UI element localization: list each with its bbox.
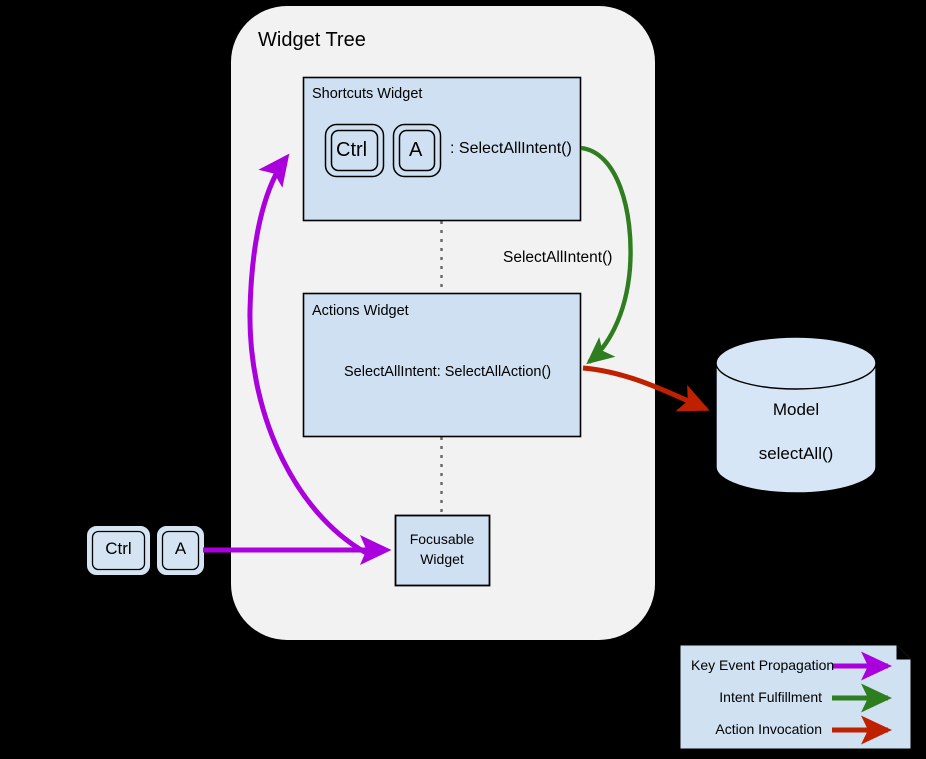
shortcuts-widget-label: Shortcuts Widget <box>312 86 423 102</box>
actions-widget-label: Actions Widget <box>312 303 409 319</box>
focusable-widget-label-line2: Widget <box>420 551 464 567</box>
intent-edge-label: SelectAllIntent() <box>503 249 613 266</box>
legend-corner-fold <box>896 644 912 660</box>
shortcuts-a-key-inner <box>398 129 436 172</box>
legend-label-action-invocation: Action Invocation <box>715 721 822 737</box>
legend-label-key-event: Key Event Propagation <box>691 657 835 673</box>
model-label: Model <box>772 400 820 419</box>
widget-tree-title: Widget Tree <box>258 29 366 51</box>
keyboard-input-a[interactable] <box>157 526 204 575</box>
shortcuts-ctrl-key-outer <box>324 123 385 178</box>
shortcuts-ctrl-key-inner <box>330 129 379 172</box>
focusable-widget-label-line1: Focusable <box>409 531 475 547</box>
actions-widget-box[interactable] <box>302 292 582 438</box>
keyboard-input-ctrl-label: Ctrl <box>105 539 132 558</box>
keyboard-input-ctrl[interactable] <box>87 526 150 575</box>
shortcuts-a-key-outer <box>392 123 442 178</box>
keyboard-input-a-label: A <box>174 539 187 558</box>
shortcuts-key-ctrl-label: Ctrl <box>336 139 368 161</box>
model-cylinder[interactable] <box>715 336 877 494</box>
focusable-widget-box[interactable] <box>394 514 491 587</box>
edge-actions-to-model <box>582 365 710 412</box>
edge-focusable-to-shortcuts <box>247 153 374 559</box>
shortcuts-binding-label: : SelectAllIntent() <box>450 140 572 157</box>
shortcuts-widget-box[interactable] <box>302 76 582 222</box>
legend-panel <box>680 645 911 749</box>
edge-shortcuts-to-actions <box>580 145 633 365</box>
legend-label-intent-fulfillment: Intent Fulfillment <box>719 689 822 705</box>
model-method-label: selectAll() <box>758 444 834 463</box>
shortcuts-key-a-label: A <box>409 139 423 161</box>
actions-mapping-label: SelectAllIntent: SelectAllAction() <box>344 364 552 380</box>
